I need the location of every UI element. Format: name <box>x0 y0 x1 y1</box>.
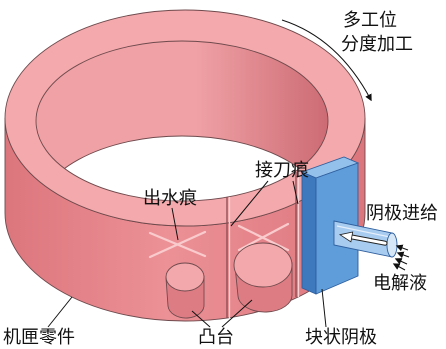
label-cathode-feed: 阴极进给 <box>366 203 438 224</box>
block-cathode-side-face <box>302 172 316 294</box>
leader-casing-part <box>48 297 72 327</box>
label-multi-station: 多工位 <box>343 10 397 31</box>
label-water-outlet-mark: 出水痕 <box>143 188 197 209</box>
label-boss: 凸台 <box>198 327 234 348</box>
electrolyte-arrow <box>396 259 407 264</box>
label-block-cathode: 块状阴极 <box>305 327 377 348</box>
label-tool-joint-mark: 接刀痕 <box>255 160 309 181</box>
electrolyte-arrow <box>394 264 405 270</box>
boss-large-face <box>234 243 292 287</box>
boss-small-face <box>166 263 204 291</box>
label-casing-part: 机匣零件 <box>3 327 75 348</box>
electrolyte-arrow <box>397 246 408 250</box>
feed-pipe-opening <box>387 233 397 257</box>
label-electrolyte: 电解液 <box>373 273 427 294</box>
electrolyte-arrow <box>398 253 409 257</box>
boss-small <box>166 263 204 318</box>
label-indexing: 分度加工 <box>341 34 413 55</box>
boss-large <box>234 243 292 312</box>
leader-block-cathode <box>322 289 326 327</box>
